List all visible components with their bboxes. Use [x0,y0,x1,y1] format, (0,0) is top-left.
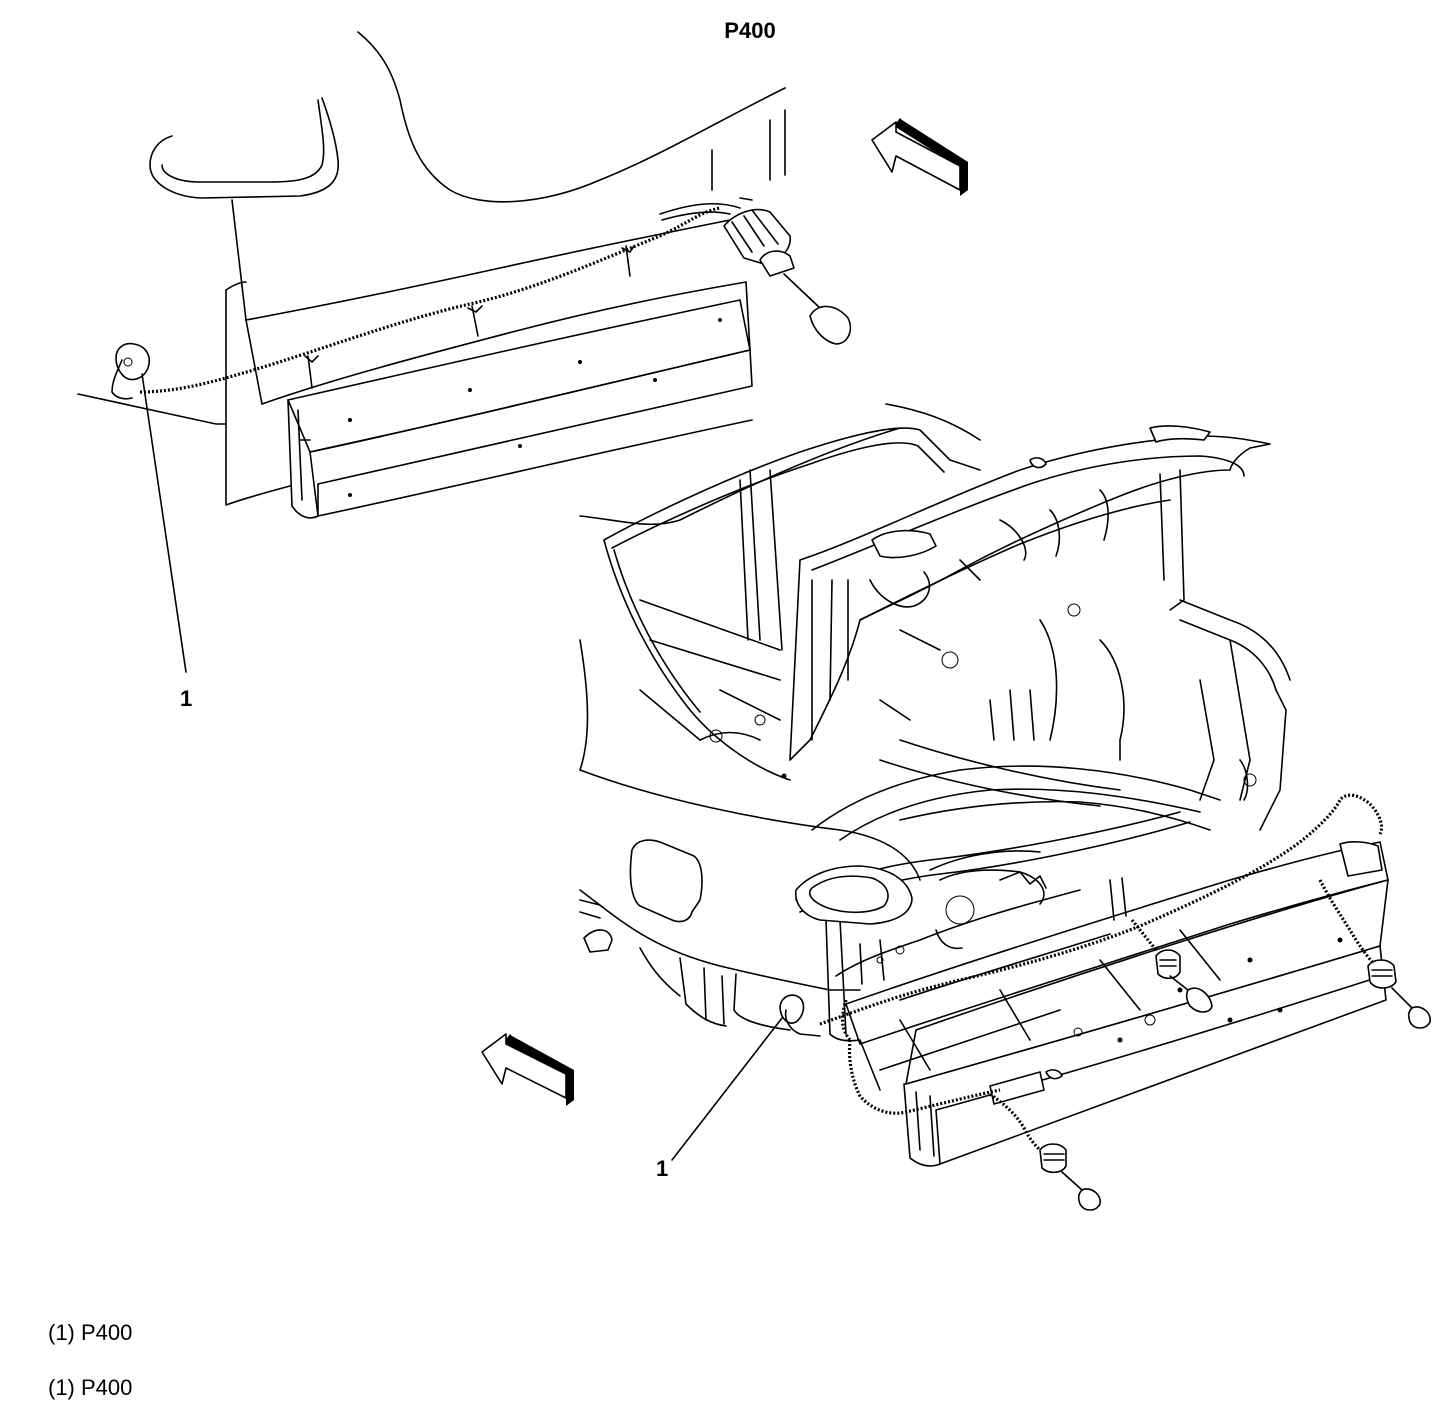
view-direction-arrow-lower [481,1033,574,1106]
callout-number-upper: 1 [180,686,193,711]
upper-detail-view [77,31,852,673]
callout-number-lower: 1 [656,1156,669,1181]
view-direction-arrow-upper [871,118,968,196]
lower-main-view [579,403,1431,1211]
legend-item: (1) P400 [48,1375,133,1400]
diagram-title: P400 [724,18,776,43]
legend-item: (1) P400 [48,1320,133,1345]
